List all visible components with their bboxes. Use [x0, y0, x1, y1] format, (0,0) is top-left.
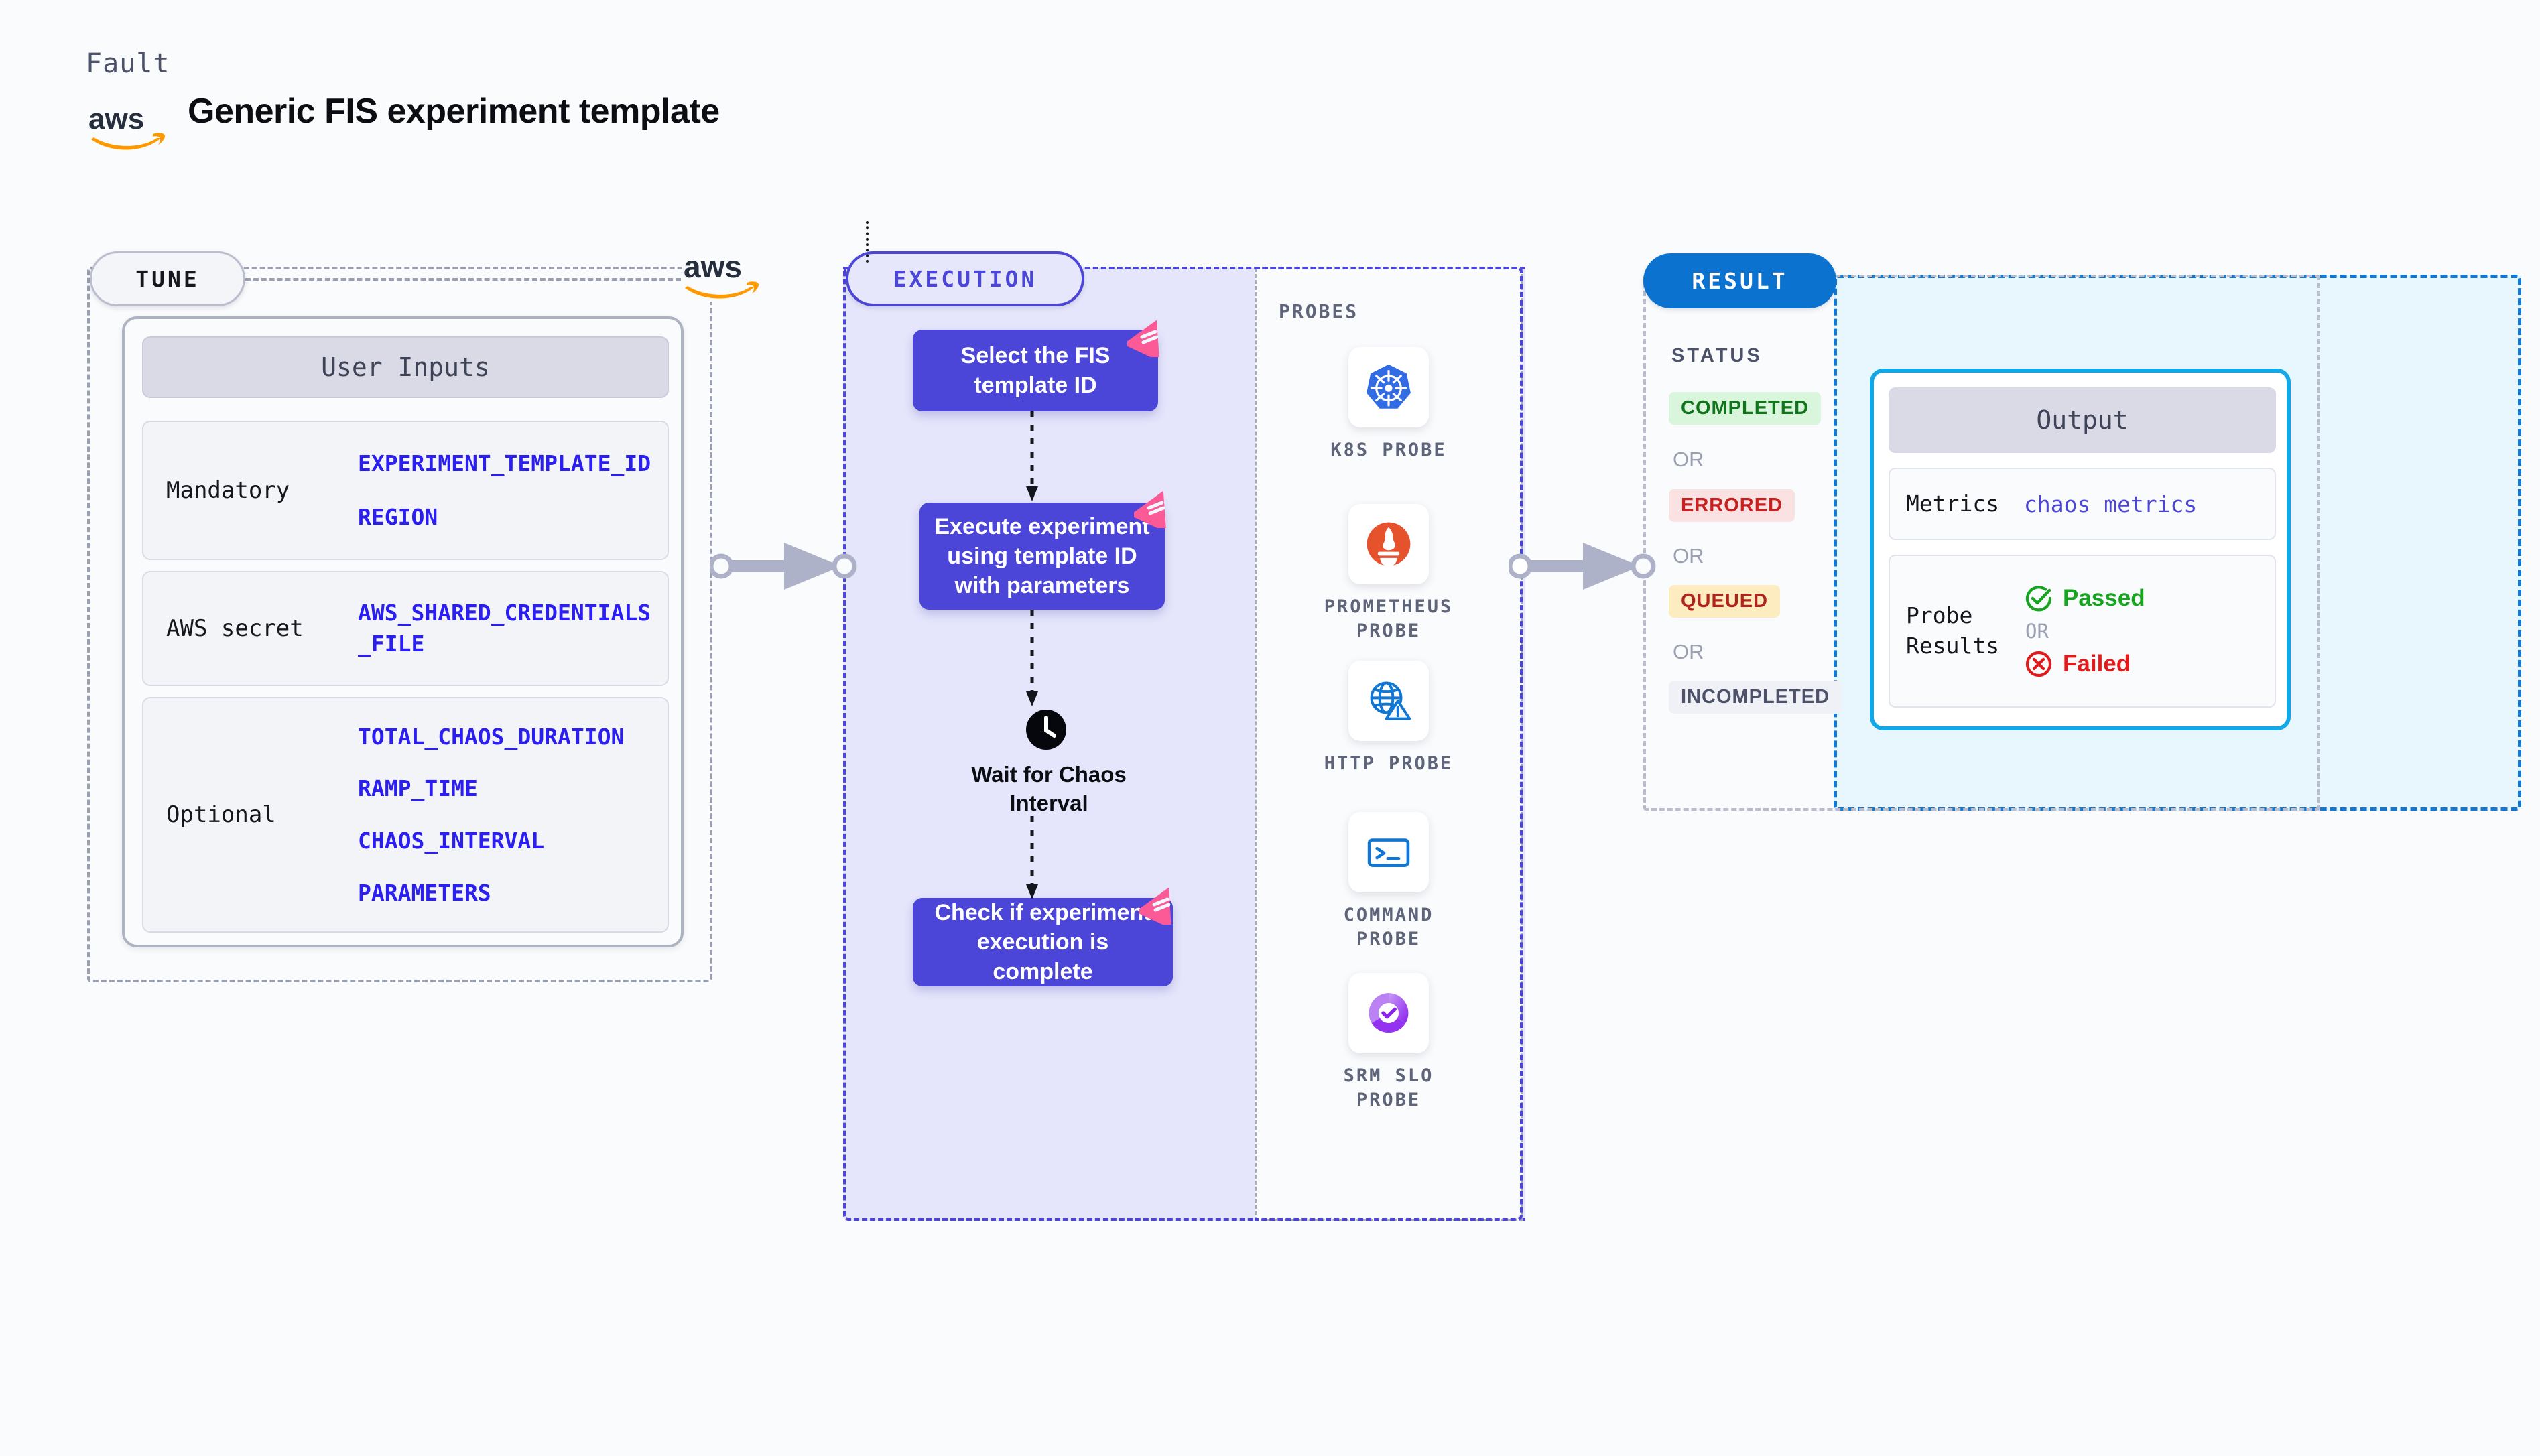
svg-text:aws: aws	[684, 249, 742, 284]
tune-row-aws-secret: AWS secret AWS_SHARED_CREDENTIALS _FILE	[142, 571, 669, 686]
probe-tile	[1348, 661, 1429, 741]
tune-aws-connector	[245, 278, 681, 281]
probe-label: K8S PROBE	[1330, 440, 1447, 460]
status-title: STATUS	[1671, 345, 1763, 367]
probe-result-failed: Failed	[2024, 649, 2145, 679]
status-or-label: OR	[1673, 640, 1704, 663]
arrow-execution-to-result	[1509, 543, 1656, 590]
terminal-icon	[1367, 838, 1410, 867]
probe-item-http[interactable]: HTTP PROBE	[1288, 661, 1489, 776]
clock-icon	[1026, 710, 1066, 750]
execution-stage-pill[interactable]: EXECUTION	[846, 251, 1084, 306]
tune-value: RAMP_TIME	[358, 775, 478, 802]
output-title: Output	[1889, 387, 2276, 453]
status-badge-errored: ERRORED	[1669, 489, 1795, 522]
srm-slo-icon	[1369, 992, 1409, 1033]
probe-item-command[interactable]: COMMAND PROBE	[1288, 812, 1489, 952]
user-inputs-title: User Inputs	[142, 336, 669, 398]
probe-item-srm-slo[interactable]: SRM SLO PROBE	[1288, 973, 1489, 1113]
probe-label: COMMAND PROBE	[1343, 905, 1434, 950]
prometheus-icon	[1367, 522, 1411, 567]
wait-for-chaos-interval-label: Wait for Chaos Interval	[971, 762, 1127, 815]
arrow-wait-to-step2	[1026, 816, 1038, 899]
status-badge-incompleted: INCOMPLETED	[1669, 681, 1842, 714]
probe-label: HTTP PROBE	[1324, 753, 1454, 774]
status-or-label: OR	[1673, 448, 1704, 471]
tune-row-mandatory: Mandatory EXPERIMENT_TEMPLATE_ID REGION	[142, 421, 669, 560]
tune-stage-pill[interactable]: TUNE	[90, 251, 245, 306]
probe-tile	[1348, 347, 1429, 427]
execution-step-check-complete[interactable]: Check if experiment execution is complet…	[913, 898, 1173, 986]
probe-result-passed: Passed	[2024, 584, 2145, 613]
tune-row-label: Optional	[166, 801, 276, 828]
probe-label: PROMETHEUS PROBE	[1324, 596, 1454, 642]
probe-tile	[1348, 812, 1429, 892]
probe-tile	[1348, 973, 1429, 1053]
step-label: Select the FIS template ID	[960, 342, 1110, 398]
tune-value: REGION	[358, 504, 438, 530]
execution-step-execute-experiment[interactable]: Execute experiment using template ID wit…	[919, 503, 1165, 610]
status-or-label: OR	[1673, 544, 1704, 568]
tune-value: TOTAL_CHAOS_DURATION	[358, 723, 625, 750]
output-probe-results-label: Probe Results	[1906, 602, 2000, 659]
output-row-metrics: Metrics chaos metrics	[1889, 468, 2276, 540]
tune-value: EXPERIMENT_TEMPLATE_ID	[358, 450, 651, 477]
page-title: Generic FIS experiment template	[188, 92, 720, 131]
step-label: Check if experiment execution is complet…	[934, 899, 1151, 985]
user-inputs-card: User Inputs Mandatory EXPERIMENT_TEMPLAT…	[122, 316, 684, 947]
probe-result-or-label: OR	[2025, 620, 2049, 643]
arrow-step1-to-wait	[1026, 610, 1038, 706]
tune-row-label: AWS secret	[166, 615, 304, 642]
x-circle-icon	[2025, 651, 2052, 677]
check-circle-icon	[2025, 586, 2052, 612]
failed-label: Failed	[2063, 651, 2131, 677]
step-label: Execute experiment using template ID wit…	[934, 513, 1150, 599]
tune-value: CHAOS_INTERVAL	[358, 828, 545, 854]
probe-item-k8s[interactable]: K8S PROBE	[1288, 347, 1489, 462]
arrow-tune-to-execution	[710, 543, 857, 590]
result-stage-pill[interactable]: RESULT	[1643, 253, 1836, 308]
status-badge-queued: QUEUED	[1669, 585, 1781, 618]
status-badge-completed: COMPLETED	[1669, 392, 1822, 425]
output-metrics-value: chaos metrics	[2024, 490, 2198, 517]
arrow-step0-to-step1	[1026, 411, 1038, 501]
tune-value: PARAMETERS	[358, 879, 491, 906]
passed-label: Passed	[2063, 585, 2145, 611]
output-card: Output Metrics chaos metrics Probe Resul…	[1870, 369, 2291, 730]
probe-item-prometheus[interactable]: PROMETHEUS PROBE	[1288, 504, 1489, 644]
tune-section-frame	[87, 267, 712, 982]
kubernetes-icon	[1367, 364, 1411, 409]
output-row-probe-results: Probe Results Passed OR Failed	[1889, 555, 2276, 708]
result-status-frame	[1643, 275, 2320, 811]
tune-value: AWS_SHARED_CREDENTIALS _FILE	[358, 600, 651, 657]
svg-text:aws: aws	[88, 103, 144, 135]
execution-step-select-template[interactable]: Select the FIS template ID	[913, 330, 1158, 411]
header-eyebrow: Fault	[86, 48, 170, 79]
globe-warning-icon	[1370, 681, 1411, 720]
probes-title: PROBES	[1279, 300, 1359, 322]
aws-logo-icon-middle: aws	[682, 248, 760, 302]
probe-tile	[1348, 504, 1429, 584]
tune-row-optional: Optional TOTAL_CHAOS_DURATION RAMP_TIME …	[142, 697, 669, 933]
probe-label: SRM SLO PROBE	[1343, 1065, 1434, 1111]
aws-logo-icon: aws	[88, 103, 165, 150]
execution-top-border	[843, 267, 1525, 269]
execution-top-tick	[866, 221, 869, 263]
tune-row-label: Mandatory	[166, 477, 290, 504]
output-metrics-label: Metrics	[1906, 490, 2000, 517]
